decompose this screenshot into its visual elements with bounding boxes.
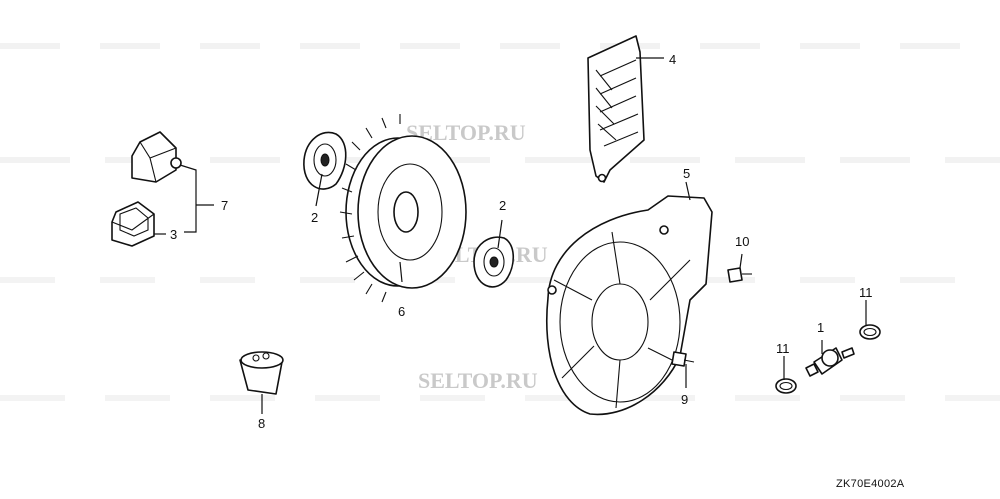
part-10-bolt <box>727 267 752 283</box>
callout-11-upper: 11 <box>859 285 873 300</box>
callout-6: 6 <box>398 304 405 319</box>
callout-1: 1 <box>817 320 824 335</box>
part-6-flywheel <box>339 114 467 303</box>
part-11-clip-upper <box>859 324 881 340</box>
part-2-plate-left <box>303 131 347 190</box>
leader-lines <box>154 57 867 414</box>
diagram-code: ZK70E4002A <box>836 478 905 490</box>
callout-2-right: 2 <box>499 198 506 213</box>
part-11-clip-lower <box>775 378 797 394</box>
part-9-bolt <box>671 351 695 367</box>
part-7-clamp-assembly <box>111 131 182 247</box>
callout-9: 9 <box>681 392 688 407</box>
part-5-fan-cover <box>546 195 713 416</box>
part-1-fitting <box>805 347 855 377</box>
callout-2-left: 2 <box>311 210 318 225</box>
callout-4: 4 <box>669 52 676 67</box>
callout-5: 5 <box>683 166 690 181</box>
callout-10: 10 <box>735 234 749 249</box>
callout-8: 8 <box>258 416 265 431</box>
part-4-baffle <box>587 35 645 183</box>
part-8-rubber-cap <box>239 351 284 395</box>
callout-3: 3 <box>170 227 177 242</box>
callout-11-lower: 11 <box>776 341 790 356</box>
watermark-bottom: SELTOP.RU <box>418 368 538 393</box>
callout-7: 7 <box>221 198 228 213</box>
part-2-plate-right <box>473 236 515 288</box>
